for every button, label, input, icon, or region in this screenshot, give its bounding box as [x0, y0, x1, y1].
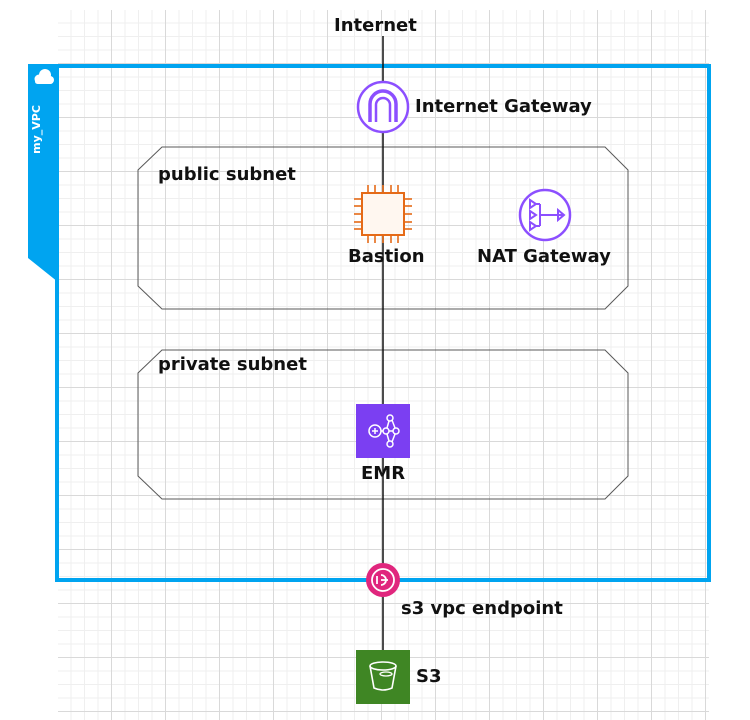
- emr-label: EMR: [361, 463, 406, 484]
- ec2-instance-chip-icon[interactable]: [354, 185, 412, 243]
- s3-bucket-icon[interactable]: [356, 650, 410, 704]
- internet-gateway-icon[interactable]: [356, 80, 410, 134]
- private-subnet-boundary[interactable]: [137, 349, 629, 500]
- vpc-endpoint-icon[interactable]: [366, 563, 400, 597]
- private-subnet-label: private subnet: [158, 354, 307, 375]
- emr-cluster-icon[interactable]: [356, 404, 410, 458]
- endpoint-label: s3 vpc endpoint: [401, 598, 563, 619]
- vpc-tag: [28, 64, 58, 282]
- nat-gateway-label: NAT Gateway: [477, 246, 611, 267]
- vpc-label: my_VPC: [29, 105, 43, 154]
- public-subnet-label: public subnet: [158, 164, 296, 185]
- internet-gateway-label: Internet Gateway: [415, 96, 592, 117]
- internet-label: Internet: [334, 15, 417, 36]
- nat-gateway-icon[interactable]: [518, 188, 572, 242]
- s3-label: S3: [416, 666, 442, 687]
- bastion-label: Bastion: [348, 246, 425, 267]
- cloud-icon: [34, 69, 54, 84]
- public-subnet-boundary[interactable]: [137, 146, 629, 310]
